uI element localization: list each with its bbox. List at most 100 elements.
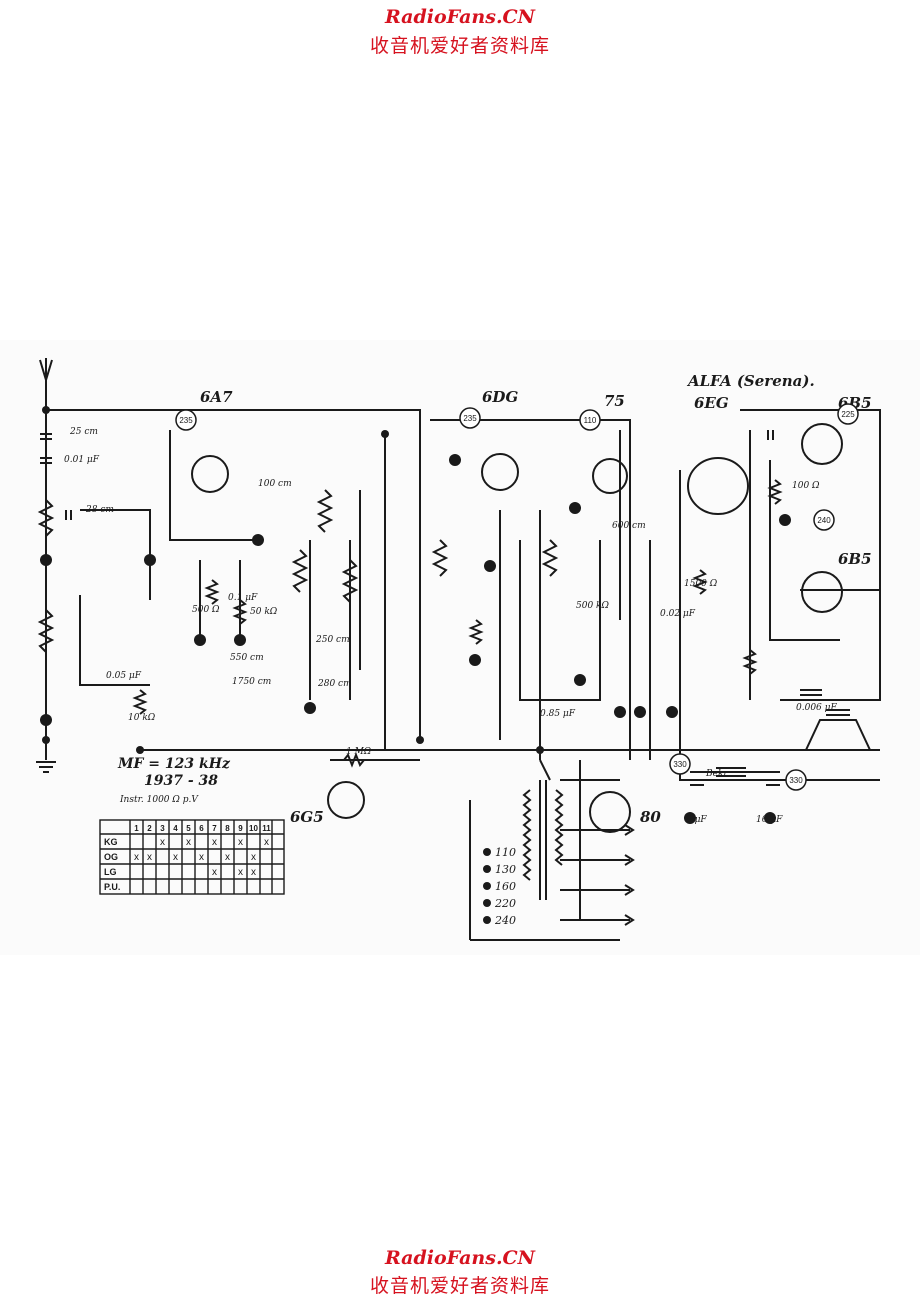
table-cell-mark: x <box>225 852 230 863</box>
voltage-marker <box>837 403 859 425</box>
schematic-wiring <box>36 358 881 941</box>
table-cell-mark: x <box>251 867 256 878</box>
voltage-value: 110 <box>584 416 597 425</box>
component-value: 8 μF <box>686 815 707 825</box>
mains-tap-label: 220 <box>494 897 516 910</box>
mains-tap-terminal <box>483 865 491 873</box>
mains-tap-label: 160 <box>495 880 516 893</box>
voltage-value: 330 <box>789 776 803 785</box>
table-cell-mark: x <box>199 852 204 863</box>
mains-tap-label: 240 <box>494 914 516 927</box>
voltage-marker <box>813 509 835 531</box>
table-column-header: 7 <box>212 824 217 833</box>
year-label: 1937 - 38 <box>144 773 218 789</box>
tube-envelopes <box>191 423 843 833</box>
mains-taps: 110 130 160 220 240 <box>483 846 516 927</box>
component-value: 0.85 μF <box>540 709 576 719</box>
component-value: 280 cm <box>317 679 352 689</box>
watermark-site: RadioFans.CN <box>384 6 536 28</box>
watermark-site-bottom: RadioFans.CN <box>384 1247 536 1269</box>
table-cell-mark: x <box>147 852 152 863</box>
mains-tap-label: 130 <box>495 863 516 876</box>
voltage-value: 330 <box>673 760 687 769</box>
component-value: 1750 cm <box>232 677 271 687</box>
voltage-value: 235 <box>179 416 193 425</box>
component-value: 16 μF <box>756 815 783 825</box>
table-column-header: 4 <box>173 824 178 833</box>
tube-label: 6G5 <box>290 808 324 826</box>
component-value: 100 cm <box>258 479 292 489</box>
component-value: 1500 Ω <box>684 579 718 589</box>
component-value: 50 kΩ <box>250 607 278 617</box>
table-row-label: KG <box>104 837 118 847</box>
voltage-marker <box>175 409 197 431</box>
mains-tap-terminal <box>483 848 491 856</box>
component-value: 250 cm <box>315 635 350 645</box>
table-cell-mark: x <box>238 867 243 878</box>
table-cell-mark: x <box>212 837 217 848</box>
voltage-marker <box>785 769 807 791</box>
watermark-subtitle-bottom: 收音机爱好者资料库 <box>369 1275 550 1297</box>
table-column-header: 2 <box>147 824 152 833</box>
table-column-header: 1 <box>134 824 139 833</box>
voltage-marker <box>459 407 481 429</box>
tube-label: 6DG <box>482 388 518 406</box>
component-value: 100 Ω <box>792 481 820 491</box>
table-cell-mark: x <box>238 837 243 848</box>
voltage-value: 225 <box>841 410 855 419</box>
tube-label: 75 <box>604 392 625 410</box>
voltage-value: 240 <box>817 516 831 525</box>
table-cell-mark: x <box>251 852 256 863</box>
component-value: 1 MΩ <box>346 747 372 757</box>
table-column-header: 11 <box>262 824 271 833</box>
component-value: 0.02 μF <box>660 609 696 619</box>
component-value: Bekr <box>705 769 728 779</box>
component-value: 0.01 μF <box>64 455 100 465</box>
component-values: 25 cm 0.01 μF 28 cm 500 Ω 0.1 μF 50 kΩ 100 cm 2… <box>64 427 837 825</box>
brand-label: ALFA (Serena). <box>686 372 815 390</box>
tube-label: 6B5 <box>838 550 872 568</box>
tube-label: 6EG <box>694 394 729 412</box>
component-value: 500 kΩ <box>576 601 609 611</box>
voltage-marker <box>579 409 601 431</box>
component-value: 500 Ω <box>192 605 220 615</box>
table-column-header: 9 <box>238 824 243 833</box>
table-cell-mark: x <box>212 867 217 878</box>
table-column-header: 3 <box>160 824 165 833</box>
table-column-header: 6 <box>199 824 204 833</box>
component-value: 0.006 μF <box>796 703 837 713</box>
component-value: 10 kΩ <box>128 713 156 723</box>
tube-label: 80 <box>640 808 661 826</box>
component-value: 28 cm <box>85 505 114 515</box>
table-column-header: 10 <box>249 824 258 833</box>
table-cell-mark: x <box>173 852 178 863</box>
table-row-label: OG <box>104 852 118 862</box>
mains-tap-terminal <box>483 882 491 890</box>
mains-tap-terminal <box>483 899 491 907</box>
watermark-subtitle: 收音机爱好者资料库 <box>369 35 550 57</box>
mains-tap-label: 110 <box>495 846 516 859</box>
component-value: 0.05 μF <box>106 671 142 681</box>
table-column-header: 8 <box>225 824 230 833</box>
tube-label: 6A7 <box>200 388 233 406</box>
table-cell-mark: x <box>160 837 165 848</box>
table-column-header: 5 <box>186 824 191 833</box>
table-cell-mark: x <box>186 837 191 848</box>
component-value: 0.1 μF <box>228 593 258 603</box>
terminal-dots <box>40 406 791 824</box>
component-value: 600 cm <box>612 521 646 531</box>
if-frequency-label: MF = 123 kHz <box>117 756 231 772</box>
table-row-label: LG <box>104 867 117 877</box>
switch-table-grid <box>99 819 285 895</box>
instrument-label: Instr. 1000 Ω p.V <box>119 795 199 805</box>
mains-tap-terminal <box>483 916 491 924</box>
component-value: 25 cm <box>69 427 98 437</box>
table-cell-mark: x <box>134 852 139 863</box>
table-cell-mark: x <box>264 837 269 848</box>
